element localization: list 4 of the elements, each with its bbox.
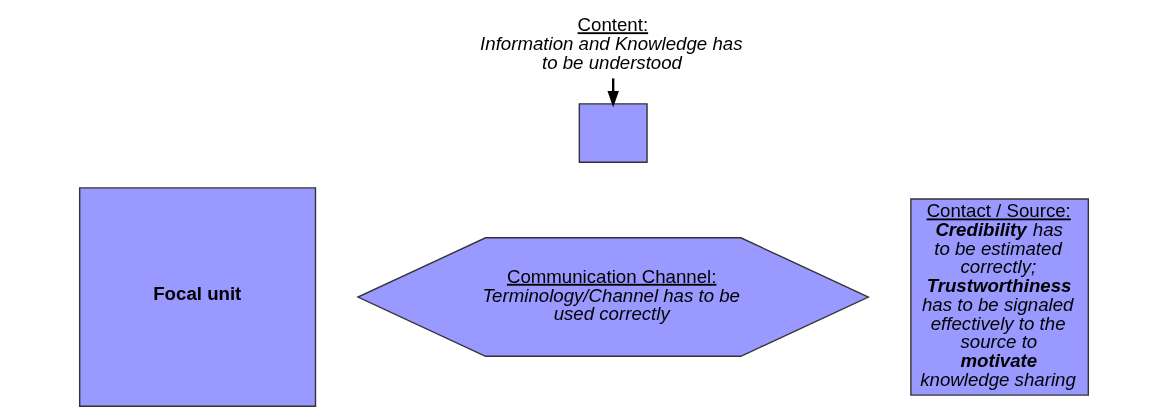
node-box: Focal unit	[78, 187, 316, 407]
node-box	[578, 103, 648, 163]
node-text: Content: Information and Knowledge has to be understood	[479, 14, 742, 73]
node-box: Contact / Source: Credibility has to be estimated correctly; Trustworthiness has to be signaled effectively to the source to motivate knowledge sharing	[909, 198, 1089, 396]
